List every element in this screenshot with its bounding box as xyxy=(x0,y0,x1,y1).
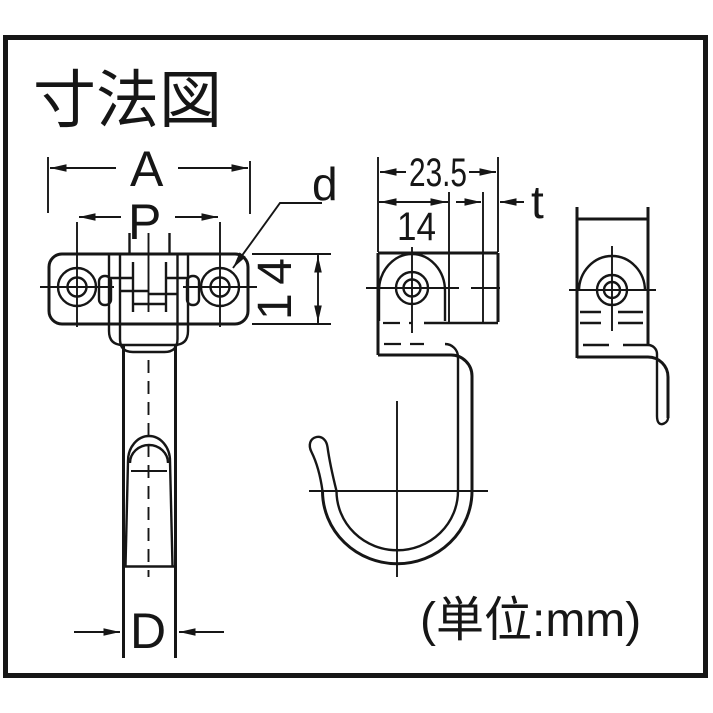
hook-tip xyxy=(308,435,338,492)
front-view xyxy=(40,222,257,658)
back-view xyxy=(569,207,670,426)
dim-23-5-label: 23.5 xyxy=(409,151,467,195)
drawing-frame xyxy=(3,35,708,678)
back-l-strap xyxy=(647,343,670,426)
dim-A-label: A xyxy=(130,141,164,197)
dim-D-label: D xyxy=(130,603,166,659)
dim-14-side-label: 14 xyxy=(397,205,436,249)
side-plate-outline xyxy=(376,251,500,357)
back-hole xyxy=(569,246,656,331)
dim-P-label: P xyxy=(128,194,161,250)
page-title: 寸法図 xyxy=(33,66,222,136)
side-hole xyxy=(366,247,500,333)
front-hinge xyxy=(97,233,201,354)
dim-d-label: d xyxy=(312,158,338,210)
dim-14-front-label: 14 xyxy=(249,258,302,320)
dim-t-label: t xyxy=(531,176,544,228)
side-view: 23.5 14 t xyxy=(308,151,544,577)
front-right-hole xyxy=(183,222,257,327)
front-left-hole xyxy=(40,222,114,327)
side-j-hook xyxy=(308,342,488,577)
front-hook-shaft xyxy=(122,345,177,658)
front-dimensions: A P d 14 D xyxy=(47,141,338,659)
unit-note: (単位:mm) xyxy=(420,594,641,647)
